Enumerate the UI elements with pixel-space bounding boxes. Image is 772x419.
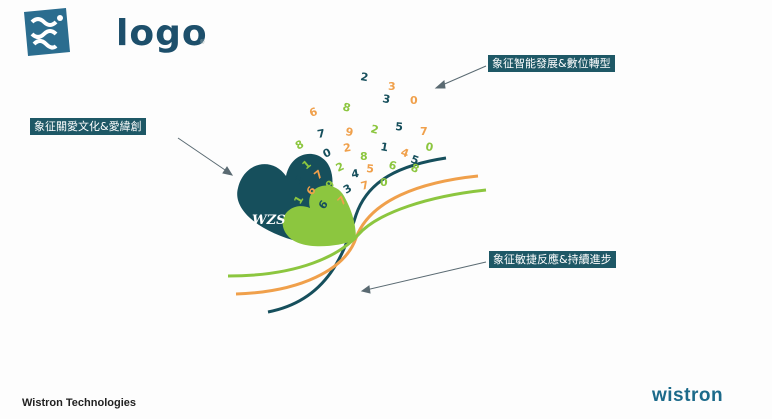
digit-19: 2 <box>334 160 346 175</box>
arrow-2 <box>177 137 229 173</box>
digit-12: 2 <box>342 141 352 155</box>
digit-5: 7 <box>316 127 326 141</box>
digit-1: 8 <box>341 100 352 115</box>
arrow-head-2 <box>222 166 234 176</box>
heart-label: WZS <box>252 213 285 228</box>
digit-28: 0 <box>380 176 388 189</box>
digit-8: 5 <box>395 120 404 134</box>
digit-3: 0 <box>410 94 418 107</box>
digit-21: 5 <box>366 162 375 176</box>
callout-caring-culture: 象征關愛文化&愛緯創 <box>30 118 146 135</box>
digit-29: 2 <box>359 70 369 84</box>
digit-27: 7 <box>359 178 370 193</box>
digit-0: 6 <box>308 105 320 120</box>
digit-7: 2 <box>369 122 380 137</box>
digit-13: 8 <box>360 150 368 163</box>
logo-trademark: ® <box>200 40 205 46</box>
digit-9: 7 <box>420 125 428 138</box>
digit-30: 3 <box>388 80 396 93</box>
digit-22: 6 <box>387 158 398 173</box>
footer-brand-logo: wistron <box>652 385 724 406</box>
arrow-3 <box>365 261 487 291</box>
arrow-1 <box>439 65 487 87</box>
digit-20: 4 <box>350 167 360 181</box>
curve-dark <box>267 156 447 314</box>
digit-15: 4 <box>399 146 411 161</box>
digit-16: 0 <box>424 140 434 154</box>
green-heart <box>282 185 356 247</box>
logo-text: logo <box>116 13 208 54</box>
arrow-head-1 <box>434 80 446 89</box>
callout-digital-transformation: 象征智能發展&數位轉型 <box>488 55 615 72</box>
digit-6: 9 <box>344 125 354 139</box>
footer-company: Wistron Technologies <box>22 397 136 409</box>
callout-agile-response: 象征敏捷反應&持續進步 <box>489 251 616 268</box>
curve-green <box>227 188 487 278</box>
digit-2: 3 <box>381 92 391 106</box>
digit-4: 8 <box>293 138 306 153</box>
digit-23: 5 <box>409 153 421 168</box>
digit-14: 1 <box>379 140 389 154</box>
arrow-head-3 <box>360 285 371 294</box>
puzzle-logo-icon <box>24 8 70 56</box>
